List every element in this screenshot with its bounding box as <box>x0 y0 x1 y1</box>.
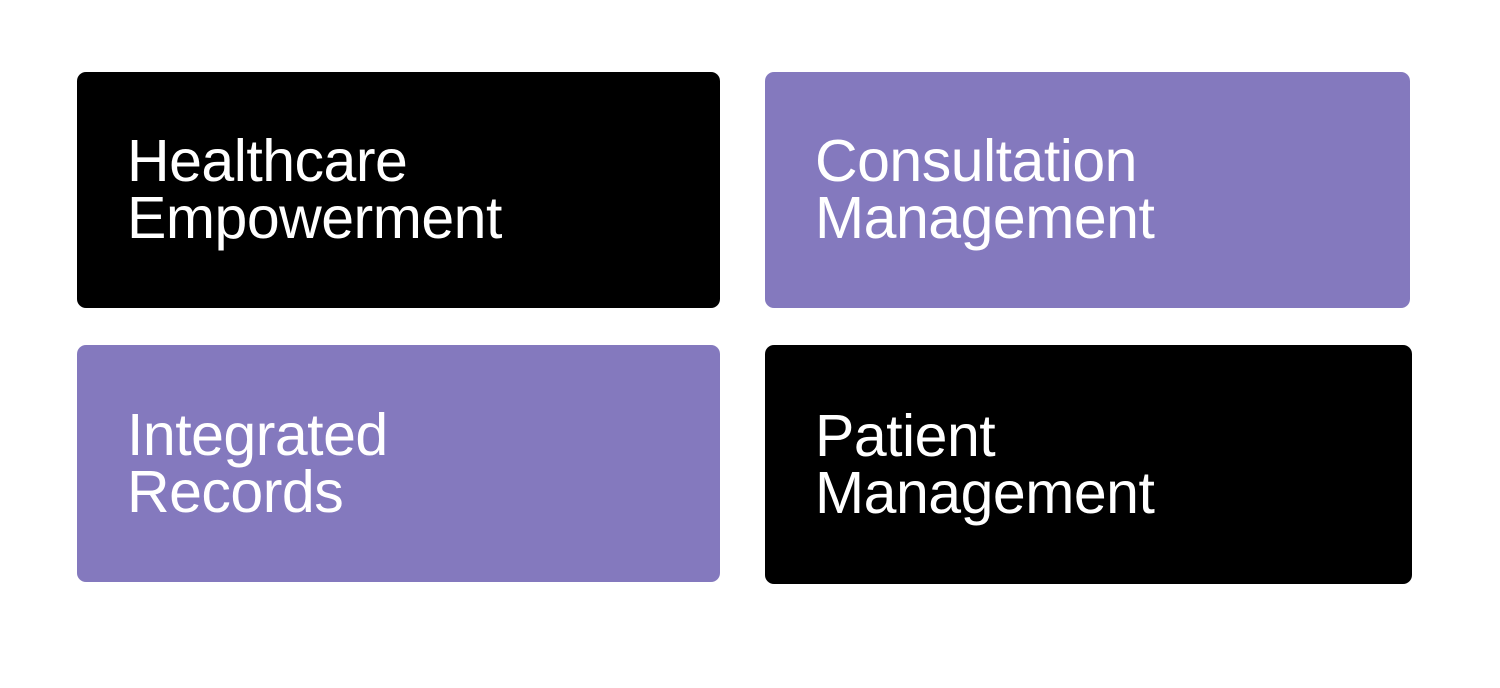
card-consultation-management[interactable]: Consultation Management <box>765 72 1410 308</box>
card-healthcare-empowerment[interactable]: Healthcare Empowerment <box>77 72 720 308</box>
card-title-healthcare-empowerment: Healthcare Empowerment <box>127 128 502 251</box>
card-title-consultation-management: Consultation Management <box>815 128 1155 251</box>
feature-card-grid: Healthcare Empowerment Consultation Mana… <box>77 72 1412 584</box>
card-title-integrated-records: Integrated Records <box>127 401 388 525</box>
card-integrated-records[interactable]: Integrated Records <box>77 345 720 582</box>
card-patient-management[interactable]: Patient Management <box>765 345 1412 584</box>
card-title-patient-management: Patient Management <box>815 402 1155 526</box>
